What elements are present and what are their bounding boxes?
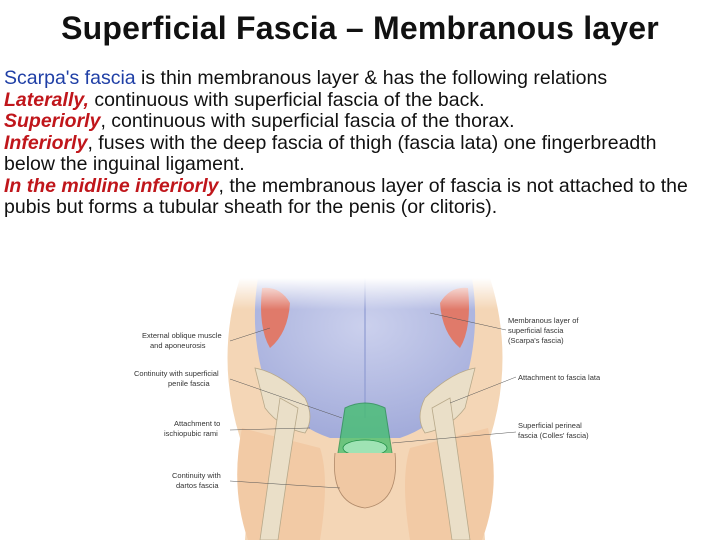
paragraph-scarpa: Scarpa's fascia is thin membranous layer…	[4, 67, 704, 90]
paragraph-text: is thin membranous layer & has the follo…	[135, 67, 608, 89]
paragraph-laterally: Laterally, continuous with superficial f…	[4, 88, 704, 112]
paragraph-text: , fuses with the deep fascia of thigh (f…	[4, 131, 657, 175]
paragraph-text: , continuous with superficial fascia of …	[100, 110, 515, 132]
label-colles: fascia (Colles' fascia)	[518, 431, 589, 440]
label-dartos-fascia: dartos fascia	[176, 481, 219, 490]
term-laterally: Laterally,	[4, 88, 89, 111]
label-continuity-penile: Continuity with superficial	[134, 369, 219, 378]
paragraph-superiorly: Superiorly, continuous with superficial …	[4, 110, 704, 133]
anatomy-figure: External oblique muscle and aponeurosis …	[130, 278, 601, 541]
slide-title: Superficial Fascia – Membranous layer	[61, 10, 659, 46]
label-penile-fascia: penile fascia	[168, 379, 211, 388]
term-inferiorly: Inferiorly	[4, 131, 88, 154]
term-superiorly: Superiorly	[4, 110, 101, 132]
term-midline: In the midline inferiorly	[4, 174, 219, 197]
label-continuity-dartos: Continuity with	[172, 471, 221, 480]
label-membranous: Membranous layer of	[508, 316, 579, 325]
label-aponeurosis: and aponeurosis	[150, 341, 206, 350]
slide-body: Scarpa's fascia is thin membranous layer…	[4, 67, 704, 219]
labels-left: External oblique muscle and aponeurosis …	[134, 327, 343, 490]
term-scarpa: Scarpa's fascia	[4, 67, 136, 89]
label-attachment: Attachment to	[174, 419, 220, 428]
label-scarpas: (Scarpa's fascia)	[508, 336, 564, 345]
labels-right: Membranous layer of superficial fascia (…	[391, 312, 601, 444]
paragraph-text: continuous with superficial fascia of th…	[88, 88, 485, 111]
label-external-oblique: External oblique muscle	[142, 331, 222, 340]
label-fascia-lata: Attachment to fascia lata	[518, 373, 600, 382]
anatomy-illustration: External oblique muscle and aponeurosis …	[130, 278, 601, 541]
paragraph-midline: In the midline inferiorly, the membranou…	[4, 174, 704, 219]
label-superficial-fascia: superficial fascia	[508, 326, 564, 335]
label-superficial-perineal: Superficial perineal	[518, 421, 582, 430]
paragraph-text: , the membranous layer of fascia is not …	[4, 174, 688, 218]
paragraph-inferiorly: Inferiorly, fuses with the deep fascia o…	[4, 131, 704, 176]
label-ischiopubic: ischiopubic rami	[164, 429, 218, 438]
